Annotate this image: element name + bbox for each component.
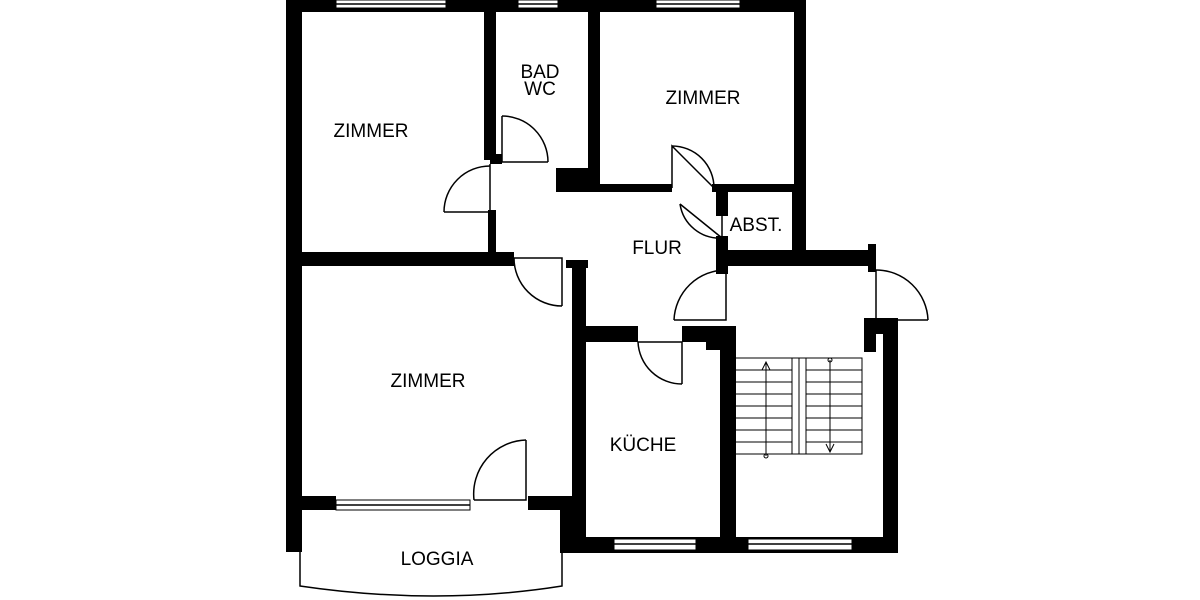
label-zimmer-bottom-left: ZIMMER xyxy=(391,371,466,392)
stairs xyxy=(733,357,863,459)
label-loggia: LOGGIA xyxy=(401,549,474,570)
windows xyxy=(335,0,853,551)
room-labels: ZIMMER BAD WC ZIMMER ABST. FLUR ZIMMER K… xyxy=(334,62,783,570)
label-bad: BAD xyxy=(520,62,559,83)
stair-treads-right xyxy=(806,369,862,443)
label-kueche: KÜCHE xyxy=(610,435,677,456)
interior-walls xyxy=(290,0,898,552)
stair-down-arrow-icon xyxy=(825,357,835,454)
label-zimmer-top-left: ZIMMER xyxy=(334,121,409,142)
door-swings xyxy=(443,115,929,501)
label-flur: FLUR xyxy=(632,238,682,259)
label-zimmer-top-right: ZIMMER xyxy=(666,88,741,109)
loggia-outline xyxy=(299,510,563,597)
stair-treads-left xyxy=(734,369,792,443)
label-abst: ABST. xyxy=(730,215,783,236)
stair-up-arrow-icon xyxy=(761,360,771,459)
label-wc: WC xyxy=(524,79,556,100)
